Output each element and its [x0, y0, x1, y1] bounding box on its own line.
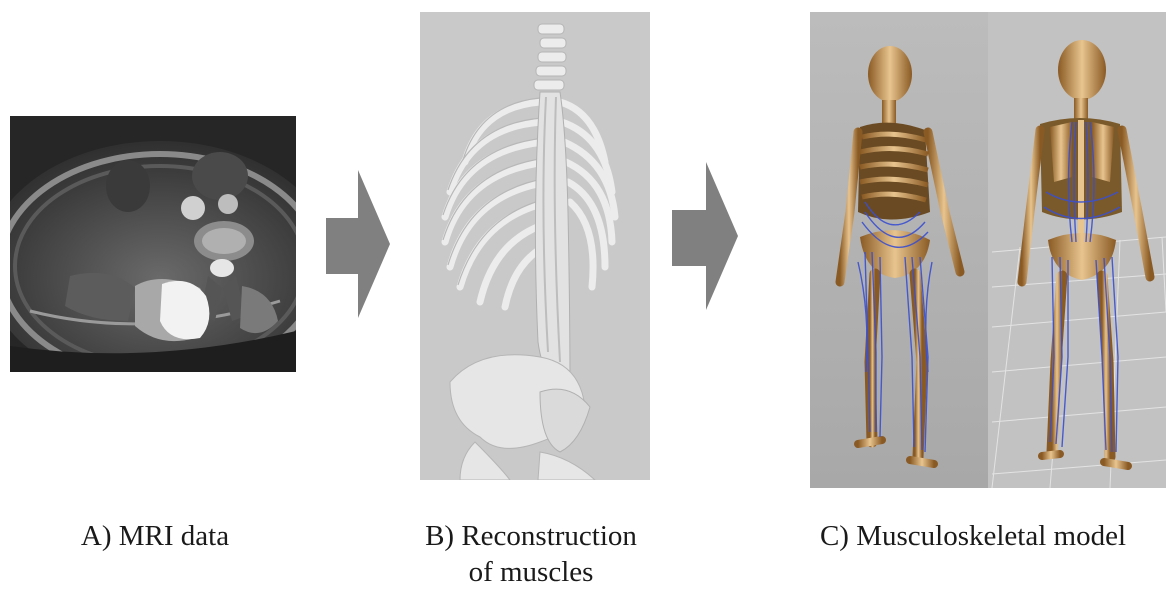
skeleton-models-graphic: [810, 12, 1166, 488]
caption-mri-data: A) MRI data: [50, 518, 260, 554]
mri-image: [10, 116, 296, 372]
caption-reconstruction-line2: of muscles: [400, 554, 662, 590]
mri-scan-graphic: [10, 116, 296, 372]
caption-reconstruction-line1: B) Reconstruction: [400, 518, 662, 554]
reconstruction-image: [420, 12, 650, 480]
caption-reconstruction: B) Reconstruction of muscles: [400, 518, 662, 590]
torso-skeleton-graphic: [420, 12, 650, 480]
right-arrow-icon: [672, 162, 738, 310]
musculoskeletal-model-image: [810, 12, 1166, 488]
right-arrow-icon: [326, 170, 390, 318]
caption-musculoskeletal-model: C) Musculoskeletal model: [780, 518, 1166, 554]
